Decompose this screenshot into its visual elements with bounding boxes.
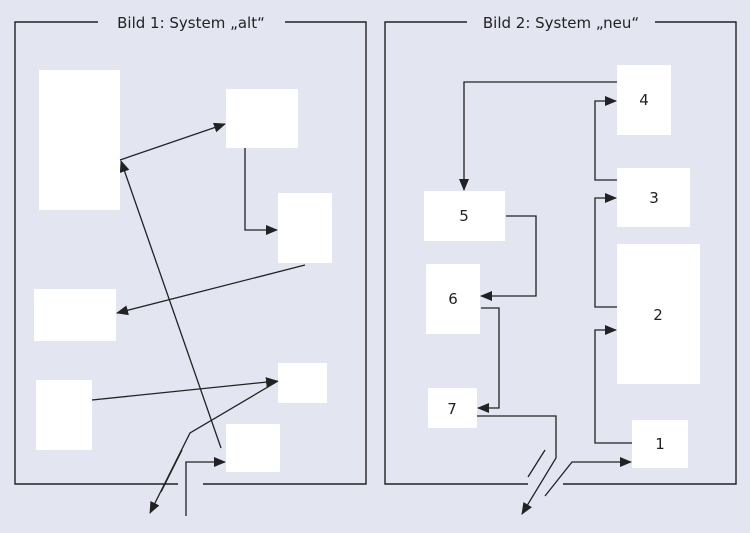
panel-new: Bild 2: System „neu“ 1 2 3 4 5 6 7 — [384, 14, 737, 515]
new-box-2-label: 2 — [653, 306, 663, 324]
panel-old-frame — [14, 21, 367, 485]
old-arrow-e-to-f — [91, 377, 278, 401]
new-arrow-4-to-5 — [459, 81, 617, 191]
panel-new-frame — [384, 21, 737, 485]
new-box-7-label: 7 — [447, 400, 457, 418]
new-arrow-5-to-6 — [480, 215, 537, 301]
new-box-5-label: 5 — [459, 207, 469, 225]
new-arrow-1-to-2 — [594, 325, 632, 444]
new-box-1: 1 — [632, 420, 688, 468]
panel-old-title: Bild 1: System „alt“ — [117, 14, 265, 32]
panel-new-title: Bild 2: System „neu“ — [483, 14, 639, 32]
old-box-c — [278, 193, 332, 263]
new-box-6: 6 — [426, 264, 480, 334]
old-box-b — [226, 89, 298, 148]
new-box-2: 2 — [617, 244, 700, 384]
new-arrow-6-to-7 — [477, 307, 500, 413]
new-line-out-parallel — [527, 449, 546, 478]
old-box-e — [36, 380, 92, 450]
old-arrow-c-to-d — [116, 264, 306, 316]
new-box-5: 5 — [424, 191, 505, 241]
new-box-4: 4 — [617, 65, 671, 135]
new-box-3: 3 — [617, 168, 690, 227]
new-box-1-label: 1 — [655, 435, 665, 453]
old-box-f — [278, 363, 327, 403]
old-box-d — [34, 289, 116, 341]
new-arrow-2-to-3 — [594, 193, 617, 308]
old-arrow-g-to-a — [119, 160, 222, 449]
new-box-3-label: 3 — [649, 189, 659, 207]
new-box-6-label: 6 — [448, 290, 458, 308]
new-box-4-label: 4 — [639, 91, 649, 109]
new-arrow-entry-to-1 — [544, 457, 632, 497]
old-arrow-b-to-c — [244, 148, 278, 235]
old-arrow-entry-to-g — [185, 457, 226, 516]
old-box-a — [39, 70, 120, 210]
panel-old: Bild 1: System „alt“ — [14, 14, 367, 516]
new-arrow-7-to-exit — [477, 415, 557, 515]
new-box-7: 7 — [428, 388, 477, 428]
new-arrow-3-to-4 — [594, 96, 617, 181]
old-arrow-a-to-b — [119, 122, 226, 161]
old-line-out-parallel — [160, 449, 183, 493]
old-box-g — [226, 424, 280, 472]
